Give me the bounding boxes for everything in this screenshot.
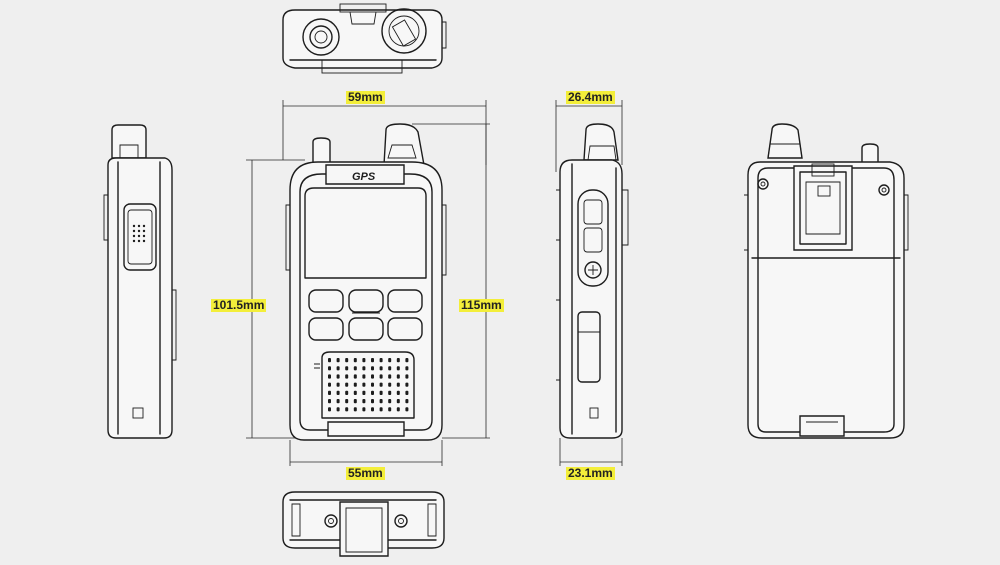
gps-badge: GPS xyxy=(352,171,376,183)
dimension-label-height-right: 115mm xyxy=(459,298,504,312)
dimension-lines xyxy=(246,100,623,466)
dimension-label-depth-top: 26.4mm xyxy=(566,90,615,104)
right-side-view xyxy=(556,123,629,439)
back-view xyxy=(744,123,909,439)
dimension-label-top-width: 59mm xyxy=(346,90,385,104)
top-view xyxy=(282,3,447,74)
dimension-label-depth-bottom: 23.1mm xyxy=(566,466,615,480)
dimension-label-bottom-width: 55mm xyxy=(346,466,385,480)
front-view: GPS xyxy=(285,123,447,441)
left-side-view xyxy=(103,124,177,439)
bottom-view xyxy=(282,491,445,557)
dimension-label-height-left: 101.5mm xyxy=(211,298,267,312)
